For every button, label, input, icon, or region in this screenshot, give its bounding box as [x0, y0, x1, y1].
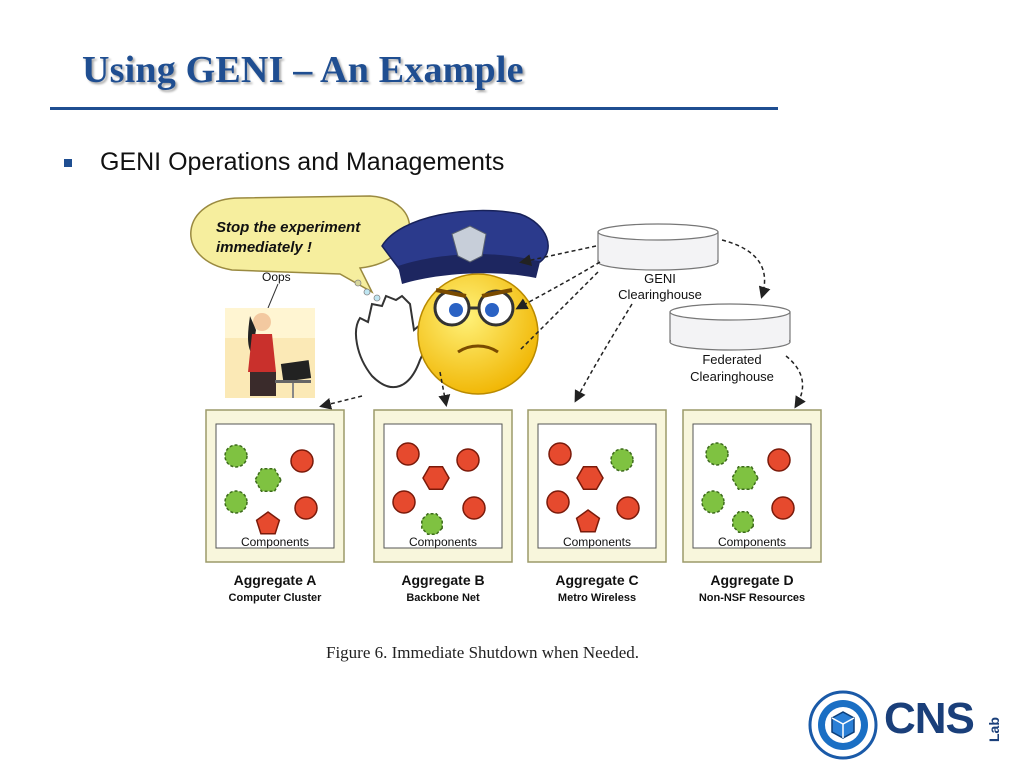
geni-clearinghouse-label-2: Clearinghouse [618, 287, 702, 302]
arrow-ch-to-federated [721, 239, 771, 299]
arrow-ch-down-left [519, 271, 599, 351]
figure-caption: Figure 6. Immediate Shutdown when Needed… [326, 643, 640, 662]
arrow-to-aggregate-c [574, 303, 633, 403]
aggregate-subtitle: Non-NSF Resources [699, 592, 805, 604]
component-node [610, 448, 634, 472]
aggregate-name: Aggregate A [234, 572, 317, 588]
geni-clearinghouse-label-1: GENI [644, 271, 676, 286]
federated-clearinghouse-icon [669, 303, 791, 351]
control-arrows [319, 239, 806, 410]
logo-wordmark: CNS [884, 694, 975, 743]
user-laptop-image [225, 308, 315, 398]
component-node [224, 444, 248, 468]
component-node [255, 511, 281, 535]
component-node [616, 496, 640, 520]
component-node [701, 490, 725, 514]
title-underline [50, 107, 778, 110]
component-node [771, 496, 795, 520]
component-node [462, 496, 486, 520]
component-node [576, 465, 604, 491]
arrow-to-aggregate-a [319, 395, 363, 410]
component-node [546, 490, 570, 514]
federated-clearinghouse-label-1: Federated [702, 352, 761, 367]
aggregate-name: Aggregate C [555, 572, 638, 588]
logo-sub: Lab [986, 717, 1002, 742]
federated-clearinghouse-label-2: Clearinghouse [690, 369, 774, 384]
aggregate-subtitle: Computer Cluster [229, 592, 323, 604]
geni-clearinghouse-icon [597, 223, 719, 271]
component-node [705, 442, 729, 466]
stop-hand-icon [355, 294, 438, 388]
aggregate-subtitle: Metro Wireless [558, 592, 636, 604]
component-node [767, 448, 791, 472]
police-smiley-icon [381, 209, 549, 395]
oops-pointer [267, 283, 279, 309]
speech-bubble: Stop the experiment immediately ! [190, 195, 411, 302]
components-label: Components [563, 535, 631, 549]
component-node [421, 513, 443, 535]
component-node [575, 509, 601, 533]
component-node [290, 449, 314, 473]
slide-title: Using GENI – An Example [82, 49, 524, 91]
aggregate-name: Aggregate D [710, 572, 793, 588]
component-node [422, 465, 450, 491]
bubble-line-1: Stop the experiment [216, 219, 361, 236]
component-node [731, 465, 759, 491]
arrow-ch-to-police [519, 245, 597, 266]
component-node [224, 490, 248, 514]
component-node [396, 442, 420, 466]
arrow-to-aggregate-d [785, 355, 806, 409]
components-label: Components [241, 535, 309, 549]
components-label: Components [409, 535, 477, 549]
arrow-to-aggregate-b [438, 371, 451, 407]
oops-label: Oops [262, 270, 291, 284]
arrow-ch-to-face [515, 261, 601, 310]
aggregate-name: Aggregate B [401, 572, 484, 588]
components-label: Components [718, 535, 786, 549]
bullet-marker [64, 159, 72, 167]
component-node [294, 496, 318, 520]
component-node [254, 467, 282, 493]
bullet-text: GENI Operations and Managements [100, 148, 505, 176]
aggregate-subtitle: Backbone Net [406, 592, 480, 604]
cns-lab-seal-icon [808, 690, 878, 760]
component-node [456, 448, 480, 472]
component-node [392, 490, 416, 514]
component-node [548, 442, 572, 466]
bubble-line-2: immediately ! [216, 239, 312, 256]
component-node [732, 511, 754, 533]
